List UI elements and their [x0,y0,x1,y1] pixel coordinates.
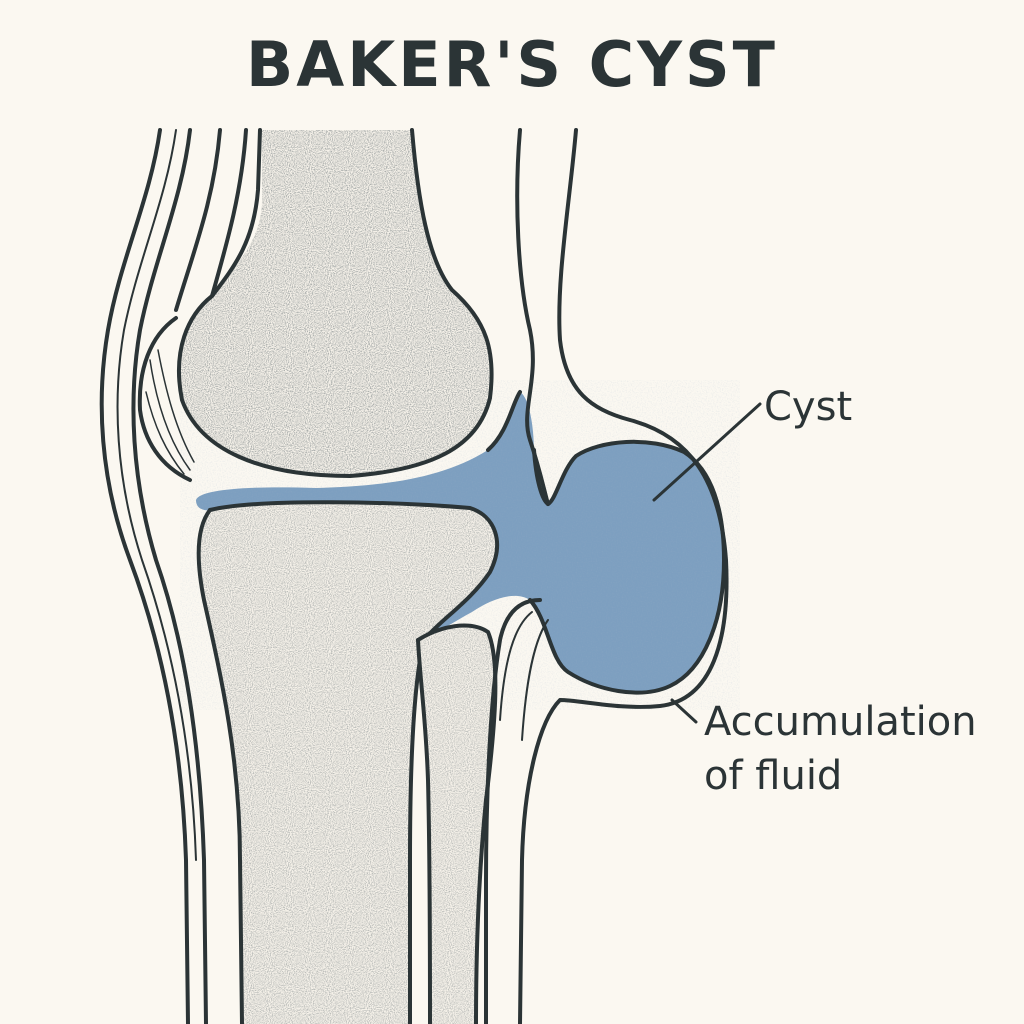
fibula [416,623,498,1024]
diagram-title: BAKER'S CYST [246,28,778,101]
cyst-outline [528,439,726,695]
tibia [196,500,500,1024]
fluid-label-line2: of fluid [704,753,843,799]
femur [177,128,494,478]
cyst-leader-line [652,402,762,502]
fluid-label-line1: Accumulation [704,699,977,745]
cyst-label: Cyst [764,384,853,430]
anterior-tendons [99,128,248,1024]
fluid-leader-line [670,698,698,724]
fluid-label: Accumulation of fluid [704,695,1004,803]
patella [137,316,195,482]
